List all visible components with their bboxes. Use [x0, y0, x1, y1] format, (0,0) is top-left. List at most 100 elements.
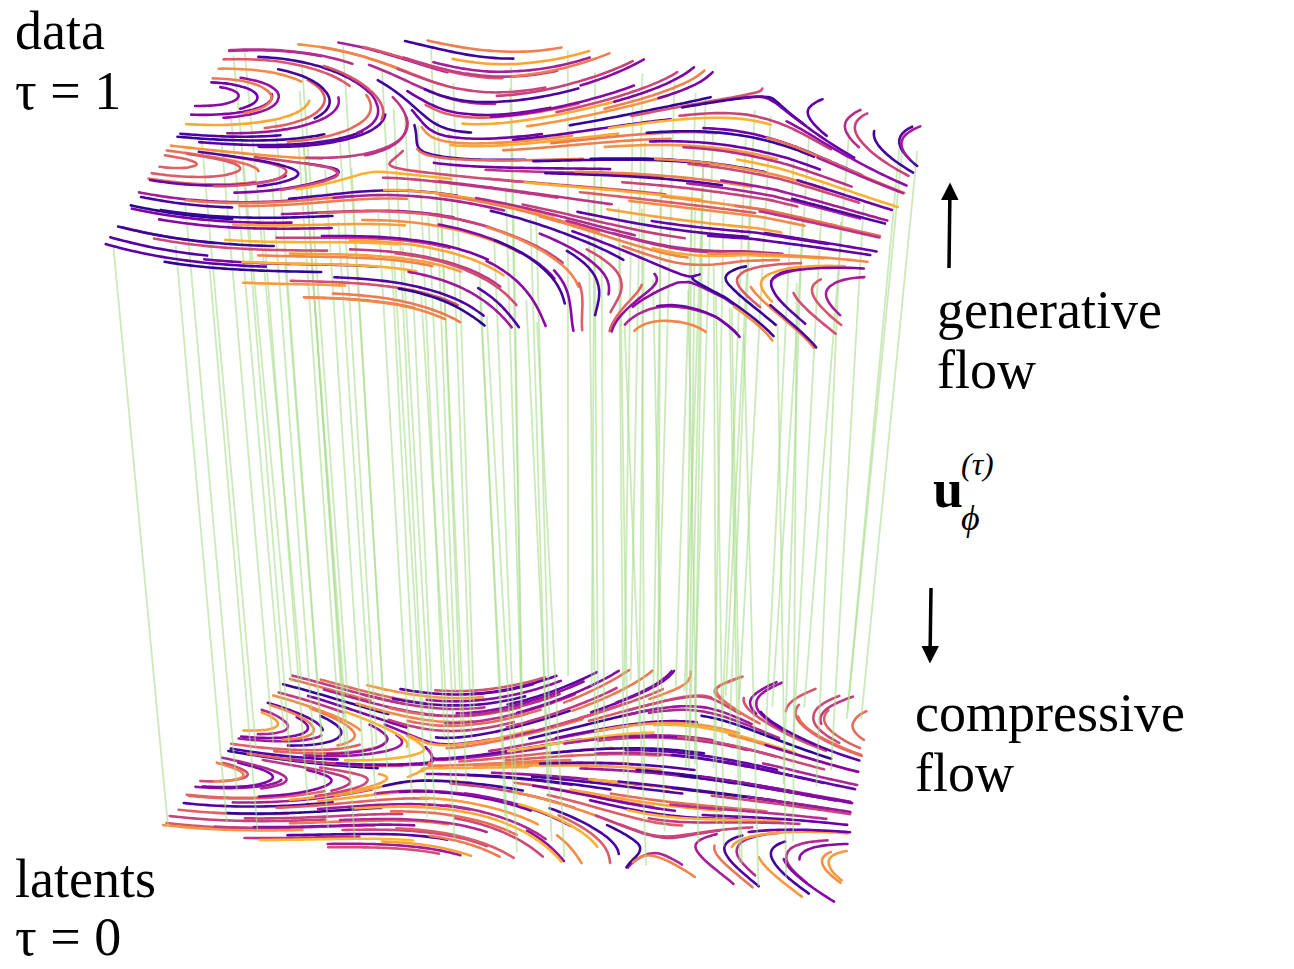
streamline [159, 155, 196, 168]
streamline [634, 321, 705, 332]
streamline [278, 69, 330, 118]
streamline [567, 251, 599, 315]
streamline [759, 857, 802, 896]
streamline [554, 689, 662, 726]
streamline [557, 835, 582, 863]
streamline [240, 198, 407, 206]
streamline [751, 287, 814, 348]
flow-line [526, 300, 551, 841]
streamline [570, 97, 711, 125]
streamline [901, 126, 920, 158]
streamline [761, 712, 859, 760]
streamline [365, 97, 407, 155]
streamline [229, 49, 352, 63]
streamline [680, 113, 831, 149]
data-streamlines [106, 41, 921, 348]
down-arrow [930, 588, 931, 660]
streamline [200, 763, 247, 781]
velocity-superscript: (τ) [961, 448, 994, 480]
latent-streamlines [163, 670, 866, 902]
flow-line [624, 90, 633, 693]
flow-line [765, 162, 793, 737]
flow-line [243, 163, 291, 765]
streamline [796, 705, 862, 756]
flow-line [394, 254, 428, 817]
streamline [383, 178, 557, 198]
streamline [434, 163, 610, 169]
streamline [265, 80, 325, 128]
flow-label: generative flow [937, 280, 1162, 401]
streamline [290, 254, 461, 272]
streamline [826, 277, 864, 315]
flow-line [601, 168, 604, 748]
streamline [708, 253, 867, 262]
streamline [808, 99, 827, 136]
streamline [487, 261, 546, 326]
streamline [430, 836, 500, 857]
streamline [652, 221, 828, 244]
flow-line [339, 130, 376, 744]
streamline [213, 78, 272, 113]
streamline [829, 851, 847, 880]
flow-line [272, 184, 316, 780]
streamline [171, 146, 322, 159]
flow-label: compressive flow [915, 683, 1185, 804]
streamline [233, 224, 405, 225]
streamline [689, 164, 860, 203]
streamline [550, 808, 619, 854]
streamline [614, 67, 694, 101]
streamline [333, 294, 460, 323]
flow-line [730, 308, 740, 863]
streamline [476, 198, 635, 235]
flow-line [690, 160, 703, 737]
streamline [478, 288, 519, 327]
streamline [327, 725, 387, 754]
streamline [428, 41, 562, 52]
flow-line [487, 316, 517, 852]
streamline [243, 262, 417, 271]
streamline [703, 815, 847, 825]
up-arrow [949, 186, 950, 268]
flow-line [338, 222, 376, 801]
streamline [564, 670, 629, 702]
streamline [631, 89, 762, 116]
streamline [254, 825, 414, 828]
streamline [396, 253, 517, 305]
streamline [760, 212, 880, 238]
streamline [786, 689, 816, 711]
streamline [798, 180, 892, 210]
streamline [587, 249, 622, 312]
time-label: τ = 0 [15, 910, 121, 964]
flow-line [394, 108, 424, 728]
streamline [287, 834, 447, 840]
streamline [397, 69, 545, 93]
streamline [337, 747, 433, 765]
flow-line [831, 205, 864, 771]
flow-line [113, 247, 167, 826]
flow-line [325, 169, 364, 769]
flow-line [714, 266, 717, 824]
streamline [554, 270, 573, 330]
surface-label: data [15, 4, 105, 58]
streamline [614, 233, 782, 253]
streamline [350, 249, 500, 286]
streamline [487, 227, 578, 286]
streamline [328, 844, 461, 855]
streamline [260, 839, 413, 841]
streamline [306, 118, 407, 158]
streamline [767, 138, 904, 193]
streamline [199, 152, 298, 186]
streamline [609, 118, 771, 128]
streamline [784, 859, 834, 902]
streamline [152, 154, 240, 177]
time-label: τ = 1 [15, 64, 121, 118]
streamline [771, 268, 864, 282]
streamline [579, 283, 582, 330]
streamline [659, 72, 713, 98]
streamline [291, 281, 458, 305]
flow-line [479, 261, 505, 816]
streamline [818, 158, 903, 193]
flow-line [744, 334, 759, 886]
streamline [298, 44, 408, 72]
streamline [497, 61, 633, 96]
